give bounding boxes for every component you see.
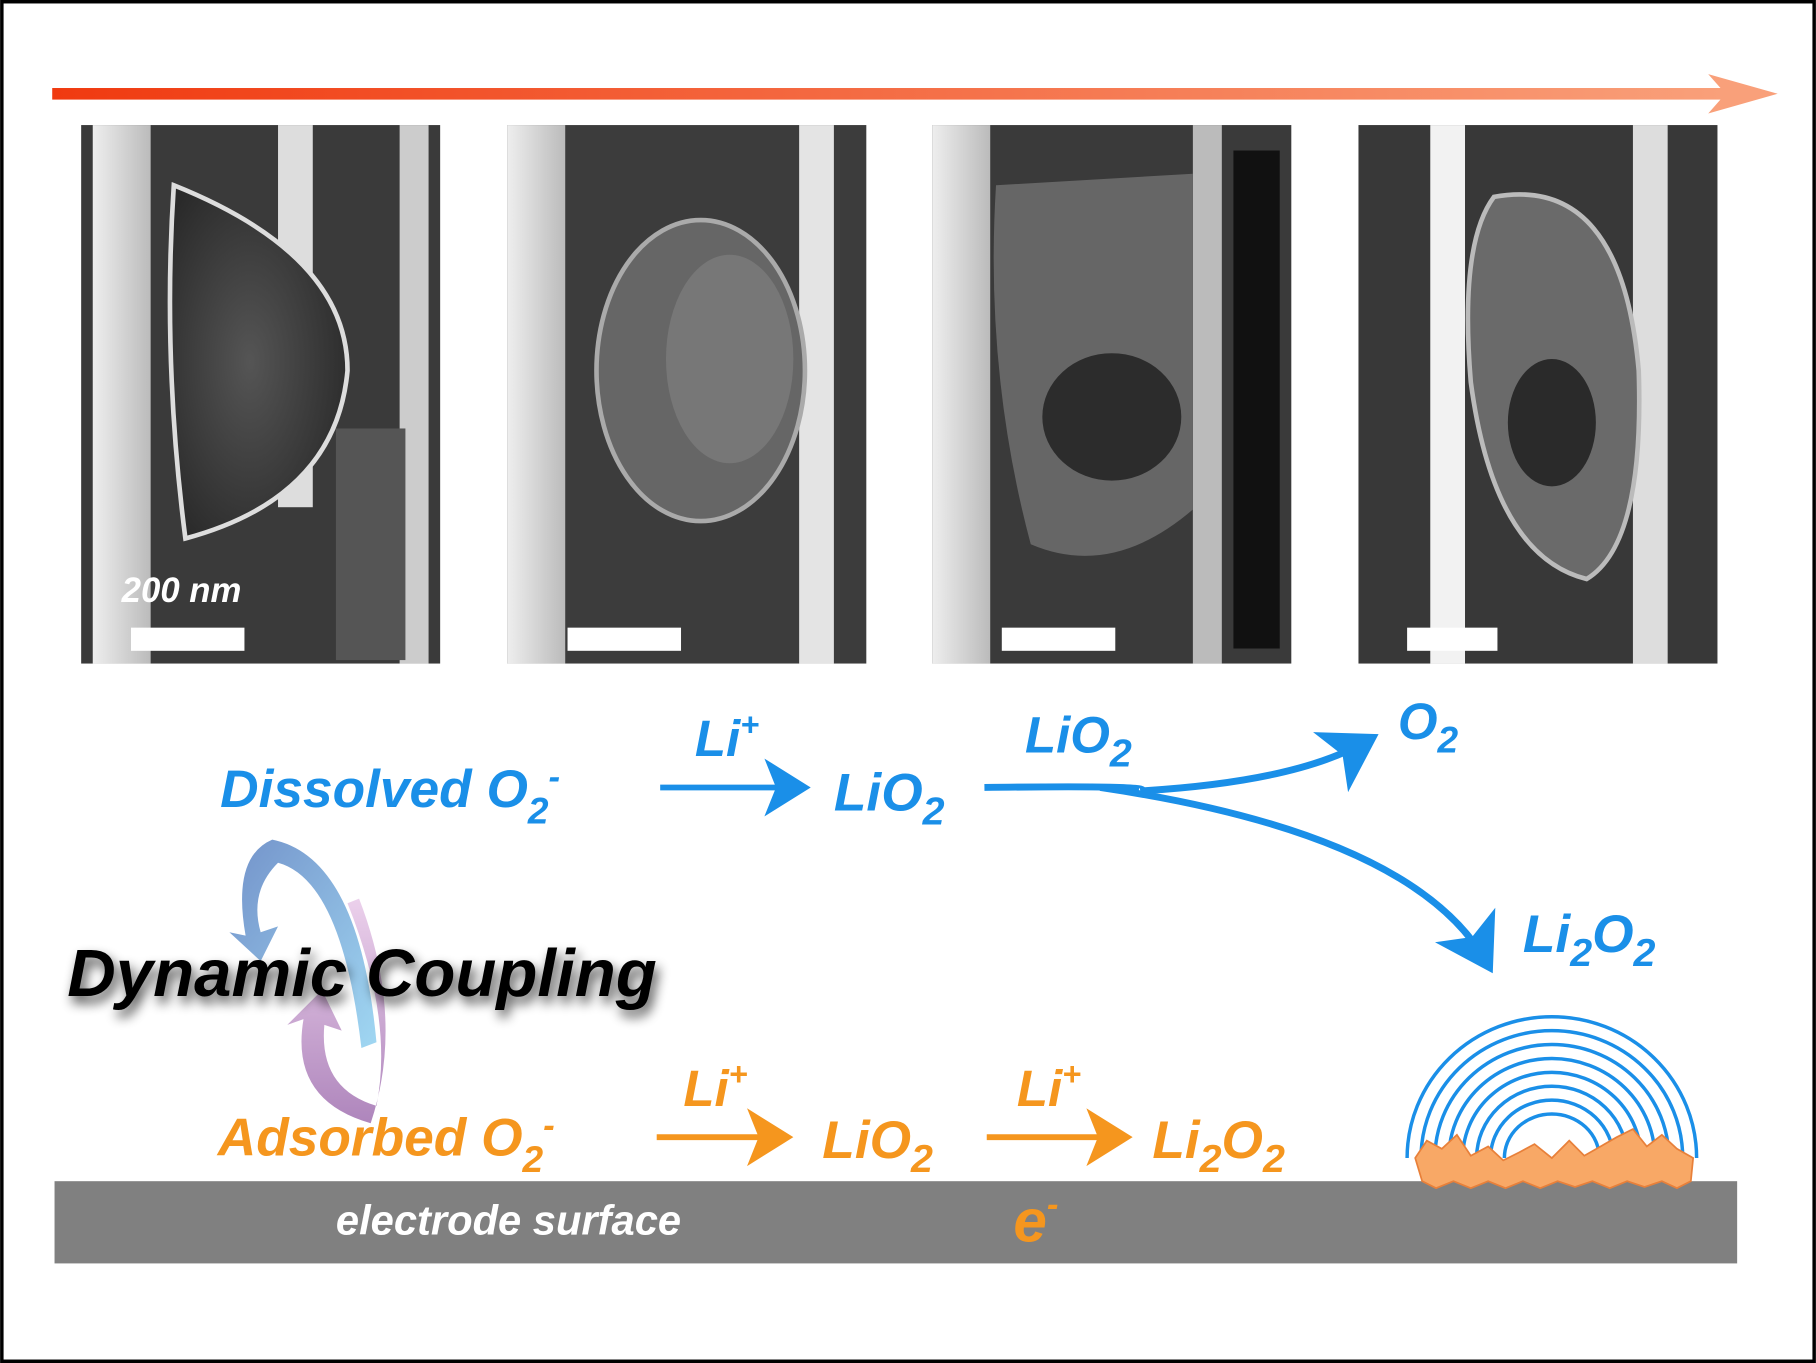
electrode-surface-label: electrode surface bbox=[336, 1196, 681, 1243]
scale-bar bbox=[1407, 627, 1498, 651]
scale-bar bbox=[1001, 627, 1116, 651]
li-plus-label: Li+ bbox=[683, 1056, 747, 1117]
time-progression-arrow bbox=[52, 74, 1778, 114]
li2o2-toroid-illustration bbox=[1405, 1015, 1699, 1159]
li2o2-product-label: Li2O2 bbox=[1523, 905, 1656, 975]
li-plus-label: Li+ bbox=[695, 706, 759, 767]
scale-bar bbox=[130, 627, 245, 651]
li2o2-label: Li2O2 bbox=[1152, 1111, 1285, 1181]
surface-crystals bbox=[1414, 1127, 1695, 1190]
lio2-label: LiO2 bbox=[822, 1111, 933, 1181]
coupling-arrow-up-icon bbox=[287, 898, 386, 1124]
o2-product-label: O2 bbox=[1398, 693, 1459, 761]
adsorbed-o2-label: Adsorbed O2- bbox=[216, 1107, 555, 1180]
dissolved-o2-label: Dissolved O2- bbox=[220, 759, 560, 832]
dynamic-coupling-label: Dynamic Coupling bbox=[67, 936, 657, 1011]
adsorbed-pathway: Adsorbed O2- Li+ LiO2 Li+ Li2O2 bbox=[216, 1056, 1285, 1181]
branch-arrow-li2o2 bbox=[1099, 784, 1496, 974]
lio2-branch-label: LiO2 bbox=[1025, 707, 1132, 776]
scale-label: 200 nm bbox=[121, 572, 242, 610]
sem-panel-1: 200 nm bbox=[81, 125, 441, 664]
sem-panel-3 bbox=[932, 125, 1292, 664]
coupling-arrow-down-icon bbox=[229, 839, 377, 1049]
sem-panel-2 bbox=[507, 125, 867, 664]
electron-label: e- bbox=[1013, 1186, 1058, 1254]
li-plus-label: Li+ bbox=[1017, 1056, 1081, 1117]
sem-panel-4 bbox=[1358, 125, 1718, 664]
electrode-surface bbox=[54, 1181, 1738, 1264]
dissolved-pathway: Dissolved O2- Li+ LiO2 LiO2 O2 Li2O2 bbox=[220, 693, 1655, 975]
scale-bar bbox=[567, 627, 682, 651]
coupling-cycle-arrows bbox=[229, 839, 386, 1124]
lio2-label: LiO2 bbox=[834, 764, 945, 834]
